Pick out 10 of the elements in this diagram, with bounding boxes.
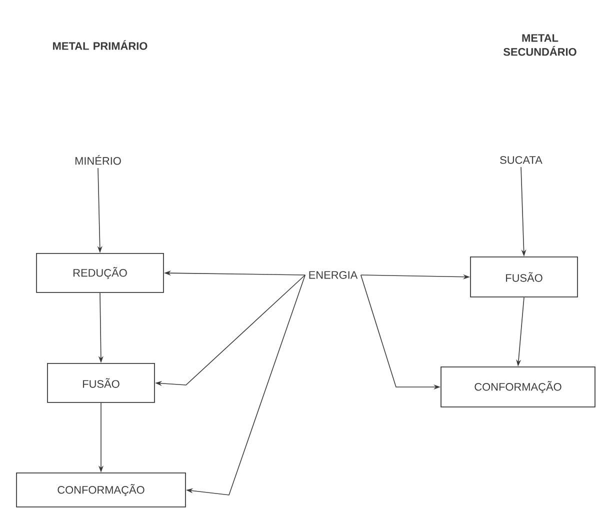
column-heading: METAL SECUNDÁRIO [503, 34, 576, 56]
process-box: FUSÃO [470, 256, 578, 298]
input-label: MINÉRIO [75, 155, 121, 165]
process-box: CONFORMAÇÃO [16, 472, 186, 508]
column-heading: METAL PRIMÁRIO [53, 40, 148, 50]
input-label: ENERGIA [309, 271, 358, 279]
input-label: SUCATA [500, 156, 542, 164]
process-box: REDUÇÃO [36, 253, 164, 293]
process-box: FUSÃO [47, 363, 155, 403]
process-box: CONFORMAÇÃO [440, 366, 596, 408]
